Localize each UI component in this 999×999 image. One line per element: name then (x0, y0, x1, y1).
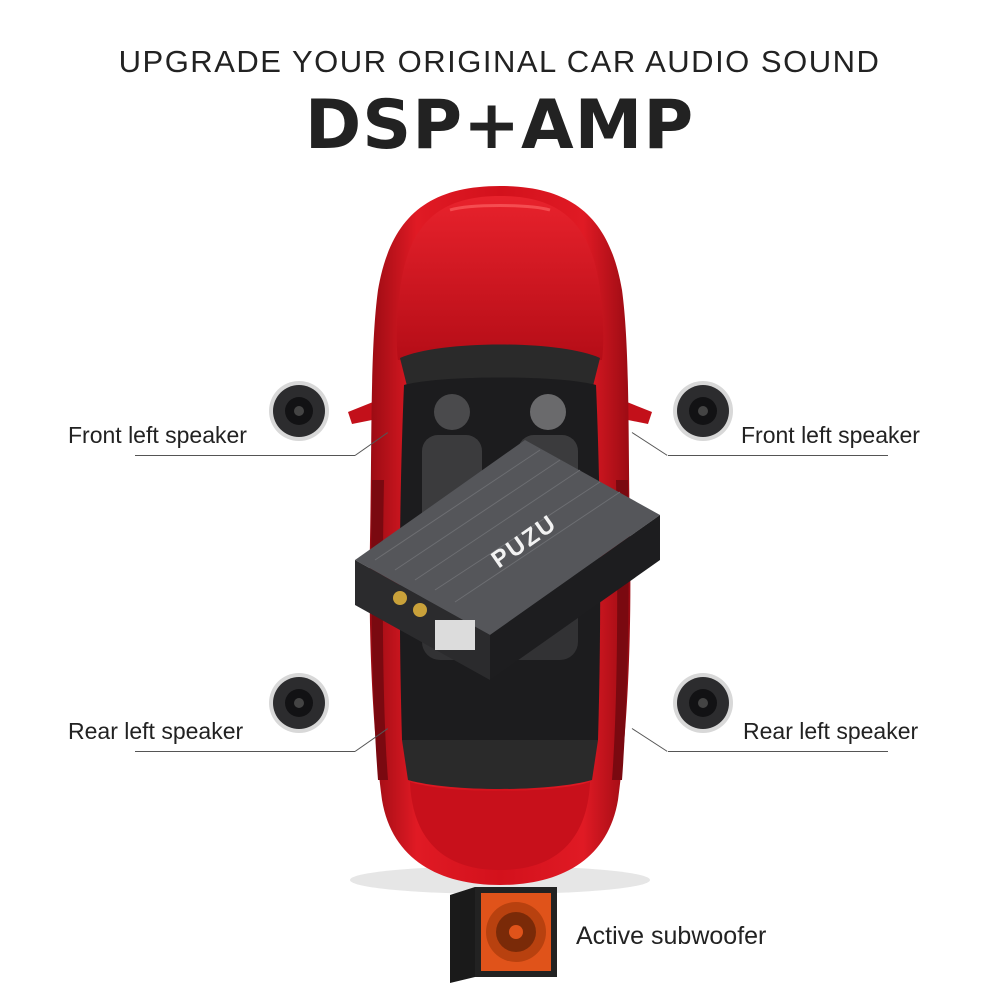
speaker-icon (269, 381, 329, 441)
rear-left-speaker-label: Rear left speaker (68, 718, 244, 744)
speaker-icon (673, 381, 733, 441)
subwoofer-label: Active subwoofer (576, 922, 767, 950)
product-title: DSP+AMP (304, 86, 695, 165)
front-left-speaker-label: Front left speaker (68, 422, 247, 448)
front-right-speaker-label: Front left speaker (741, 422, 920, 448)
rear-right-leader-line (668, 751, 888, 752)
speaker-icon (673, 673, 733, 733)
rear-right-speaker-label: Rear left speaker (743, 718, 919, 744)
rear-left-leader-line (135, 751, 355, 752)
subwoofer-icon (450, 887, 557, 983)
front-right-leader-line (668, 455, 888, 456)
headline: UPGRADE YOUR ORIGINAL CAR AUDIO SOUND (118, 44, 881, 79)
dsp-amplifier-image (355, 440, 660, 680)
front-left-leader-line (135, 455, 355, 456)
speaker-icon (269, 673, 329, 733)
